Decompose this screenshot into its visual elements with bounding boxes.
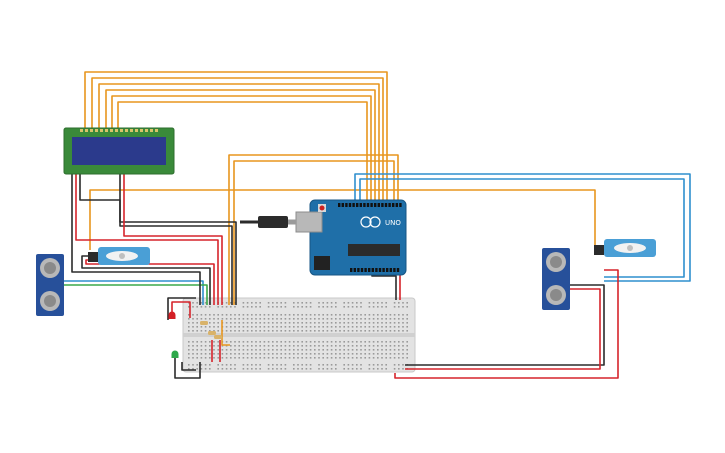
- ultrasonic-sensor-right[interactable]: [542, 248, 570, 310]
- led-green[interactable]: [171, 350, 179, 359]
- resistor: [200, 321, 208, 325]
- ultrasonic-sensor-left[interactable]: [36, 254, 64, 316]
- resistor: [214, 335, 222, 339]
- arduino-digital-header: [338, 203, 402, 207]
- breadboard-holes: [188, 302, 408, 370]
- arduino-model-label: UNO: [385, 219, 401, 227]
- servo-motor-right[interactable]: [594, 239, 656, 257]
- led-red[interactable]: [168, 311, 176, 320]
- lcd-display[interactable]: [63, 127, 175, 175]
- arduino-board[interactable]: UNO: [240, 199, 407, 276]
- microcontroller-chip: [348, 244, 400, 256]
- lcd-pin-header: [80, 129, 158, 132]
- arduino-logo: [360, 216, 372, 228]
- usb-port: [295, 211, 323, 233]
- servo-motor-left[interactable]: [88, 247, 150, 265]
- arduino-analog-header: [350, 268, 400, 272]
- resistor: [208, 331, 216, 335]
- usb-plug: [258, 216, 288, 228]
- resistors: [200, 321, 222, 339]
- breadboard[interactable]: [182, 297, 416, 373]
- wires: [64, 71, 691, 379]
